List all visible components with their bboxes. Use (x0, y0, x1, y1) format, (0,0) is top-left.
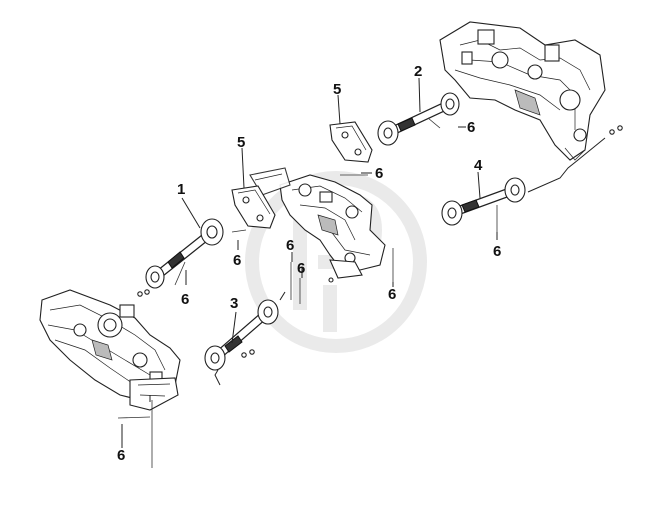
callout-6-rod2: 6 (467, 119, 475, 136)
callout-4: 4 (474, 157, 483, 174)
callout-5-upper: 5 (333, 81, 341, 98)
mounting-bracket-lower (231, 185, 276, 229)
callout-3: 3 (230, 295, 238, 312)
front-axle-housing (39, 289, 181, 411)
callout-6-center-c: 6 (388, 286, 396, 303)
callout-1: 1 (177, 181, 185, 198)
mounting-bracket-upper (329, 121, 373, 163)
callout-6-center-b: 6 (297, 260, 305, 277)
callout-5-lower: 5 (237, 134, 245, 151)
callout-6-center-a: 6 (286, 237, 294, 254)
callout-6-bottom: 6 (117, 447, 125, 464)
callout-2: 2 (414, 63, 422, 80)
callout-6-rod4: 6 (493, 243, 501, 260)
bolts (117, 117, 623, 468)
torque-rod-3 (204, 299, 279, 371)
torque-rod-1 (145, 218, 224, 289)
callout-6-bracket-lower: 6 (233, 252, 241, 269)
callout-labels: 1 2 3 4 5 5 6 6 6 6 6 6 6 6 6 (117, 63, 501, 464)
rear-axle-housing (439, 21, 606, 161)
torque-rod-4 (441, 177, 526, 226)
torque-rod-2 (377, 92, 460, 146)
center-bracket (249, 167, 386, 279)
callout-6-rod1: 6 (181, 291, 189, 308)
leader-lines (121, 77, 606, 448)
callout-6-bracket-upper: 6 (375, 165, 383, 182)
